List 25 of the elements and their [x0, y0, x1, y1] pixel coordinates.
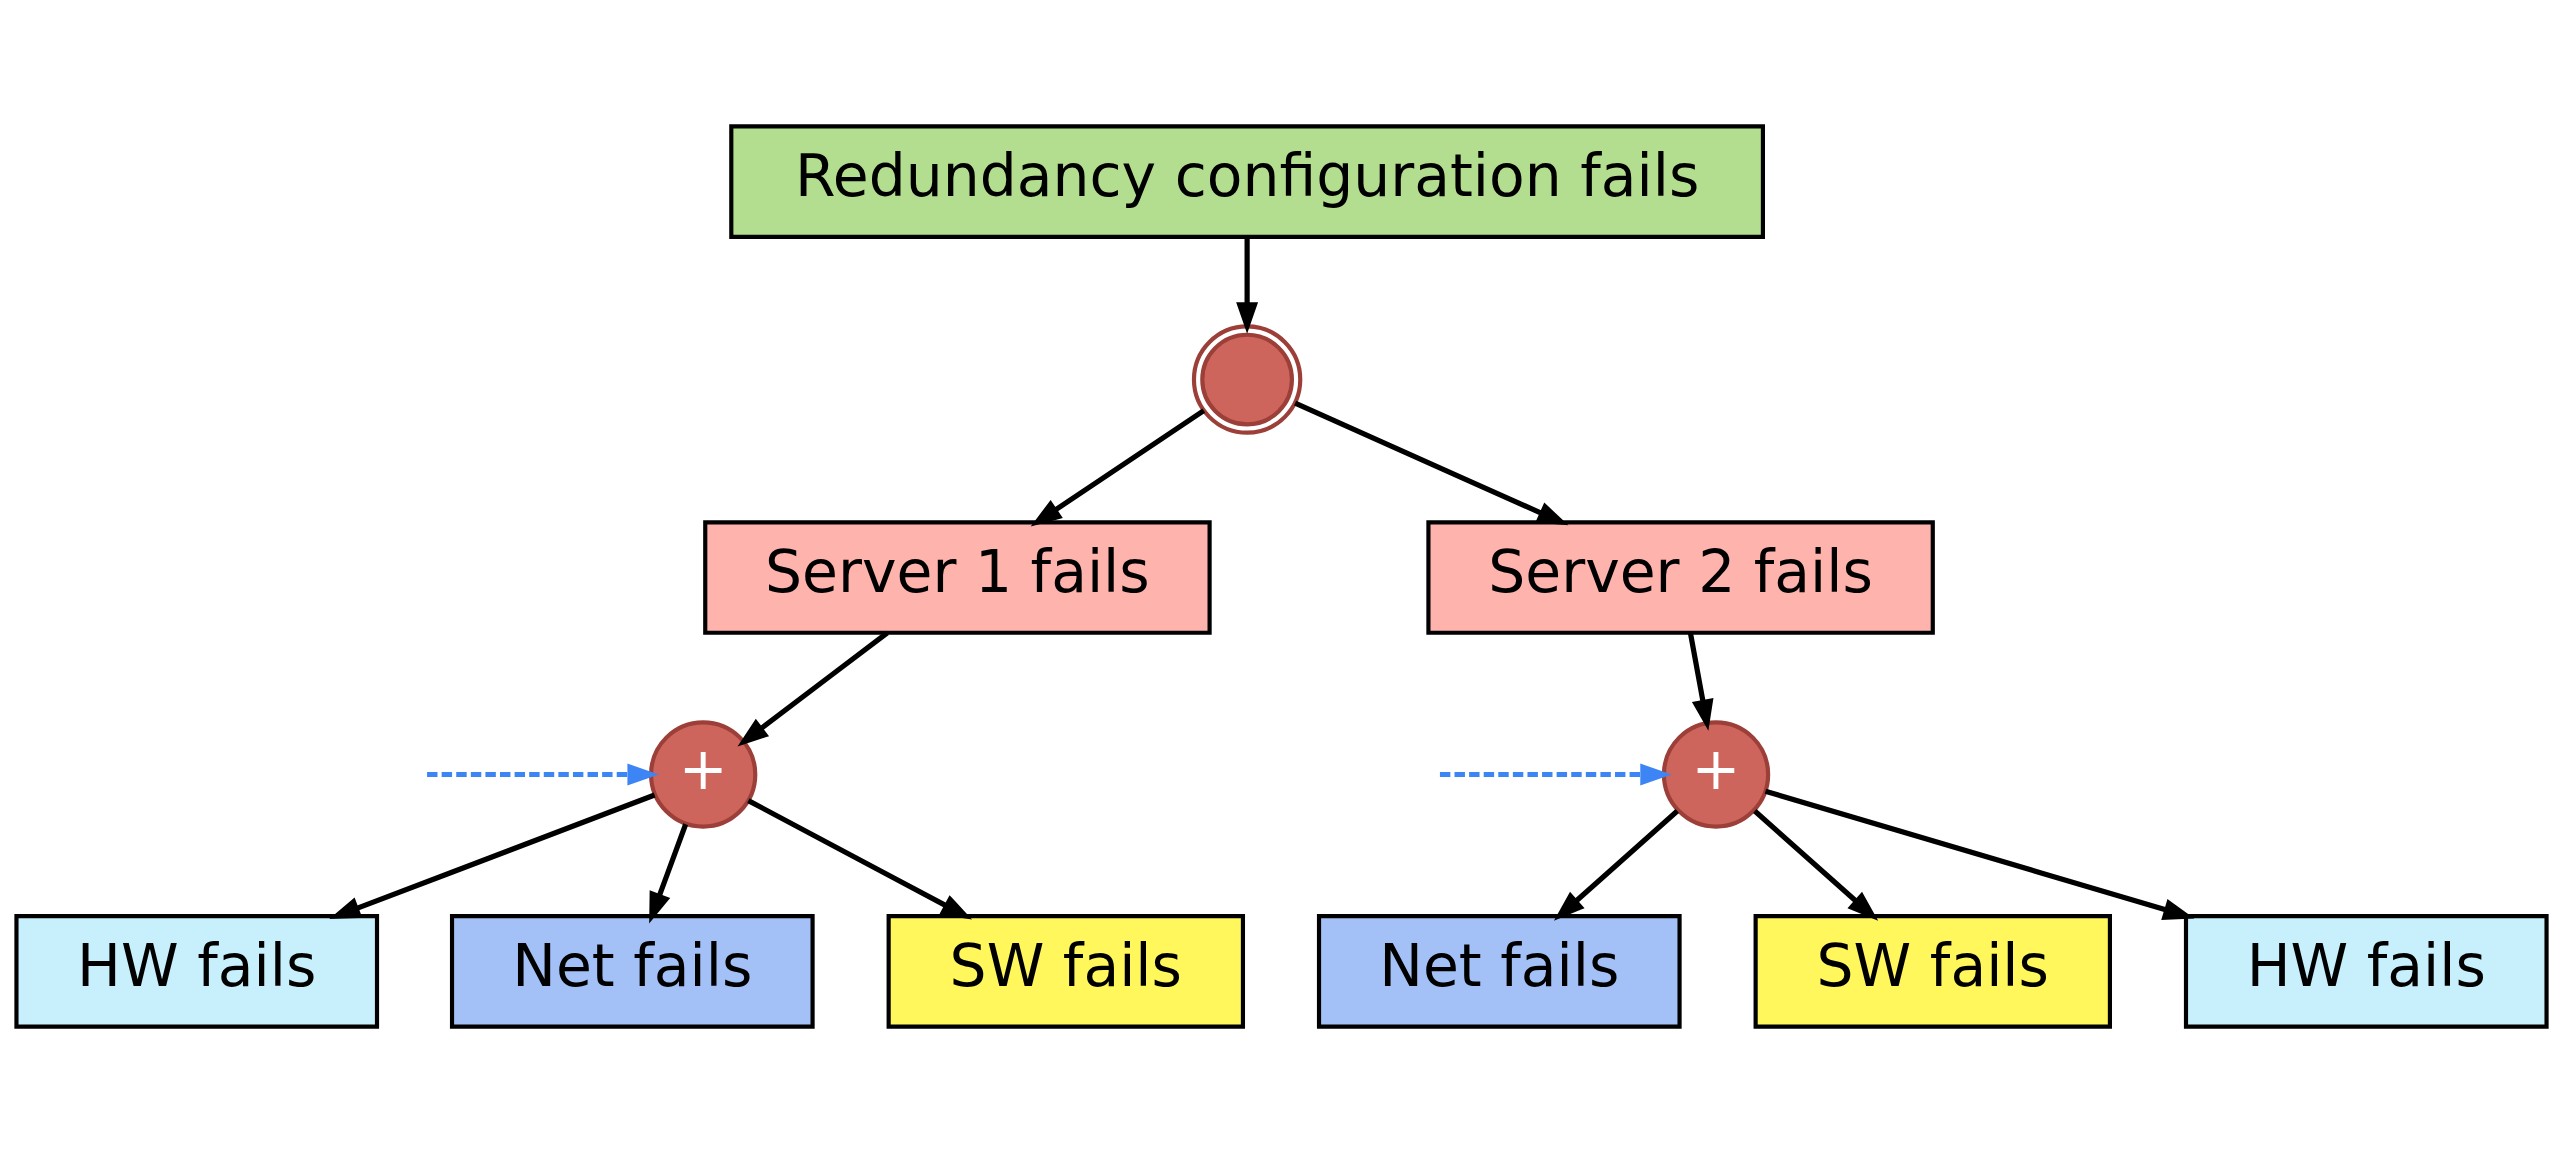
node-box: Net fails	[449, 913, 815, 1029]
arrow	[1764, 788, 2195, 920]
node-box: Redundancy configuration fails	[729, 123, 1765, 239]
arrow	[1294, 400, 1569, 525]
arrow	[427, 763, 659, 785]
arrow	[1687, 632, 1714, 731]
arrow	[737, 630, 889, 746]
node-box: Net fails	[1316, 913, 1682, 1029]
node-circle: +	[648, 719, 758, 829]
node-box: HW fails	[14, 913, 380, 1029]
node-box: SW fails	[886, 913, 1246, 1029]
arrow	[747, 797, 973, 919]
node-box: SW fails	[1753, 913, 2112, 1029]
arrow	[1236, 237, 1259, 334]
node-gate	[1191, 323, 1303, 435]
node-box: Server 1 fails	[703, 519, 1212, 635]
node-box: HW fails	[2183, 913, 2549, 1029]
arrow	[1439, 763, 1672, 785]
arrow	[1753, 808, 1879, 921]
arrow	[1030, 408, 1206, 526]
node-circle: +	[1661, 719, 1771, 829]
arrow	[649, 822, 689, 924]
arrow	[1553, 808, 1680, 921]
node-box: Server 2 fails	[1426, 519, 1935, 635]
arrow	[329, 792, 656, 919]
